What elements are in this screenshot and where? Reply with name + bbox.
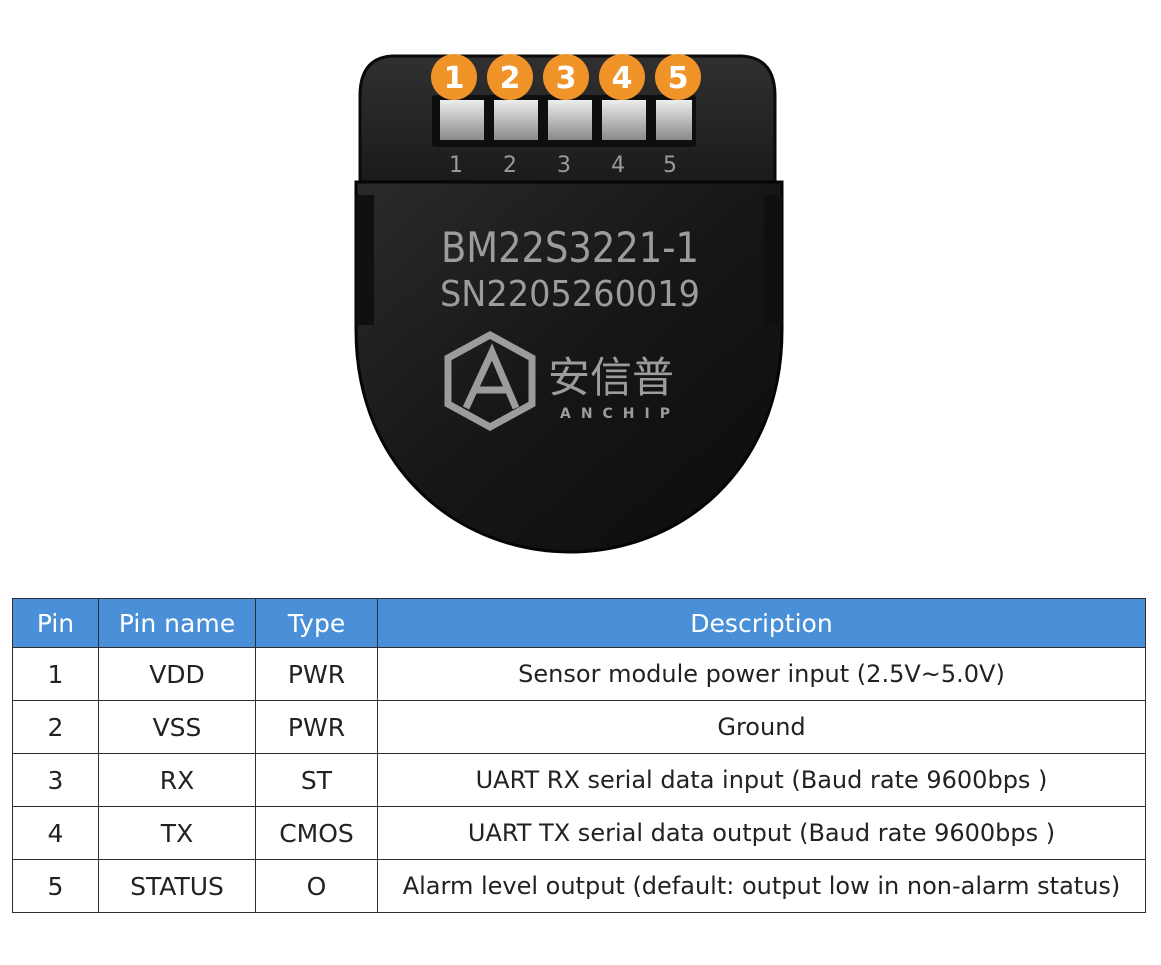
model-marking: BM22S3221-1 [441, 223, 699, 272]
brand-name-en: ANCHIP [560, 406, 680, 422]
table-row: 5 STATUS O Alarm level output (default: … [12, 859, 1146, 913]
cell-type: PWR [255, 700, 378, 754]
pin-contact [494, 100, 538, 140]
pin-callout-badge [655, 54, 701, 100]
table-row: 1 VDD PWR Sensor module power input (2.5… [12, 647, 1146, 701]
cell-pin: 2 [12, 700, 99, 754]
cell-description: Sensor module power input (2.5V~5.0V) [377, 647, 1146, 701]
module-body [354, 180, 784, 554]
pin-definition-table: Pin Pin name Type Description 1 VDD PWR … [12, 598, 1146, 913]
pin-callout-number: 3 [556, 61, 577, 96]
pin-callout-badge [487, 54, 533, 100]
serial-marking: SN2205260019 [440, 274, 700, 315]
brand-name-cn: 安信普 [548, 353, 674, 402]
pin-contact [656, 100, 692, 140]
pin-silkscreen: 3 [557, 153, 571, 178]
pin-silkscreen: 1 [449, 153, 463, 178]
hexagon-logo-icon [444, 331, 536, 431]
cell-pin-name: VDD [98, 647, 256, 701]
cell-type: CMOS [255, 806, 378, 860]
header-description: Description [377, 598, 1146, 648]
table-row: 4 TX CMOS UART TX serial data output (Ba… [12, 806, 1146, 860]
cell-type: ST [255, 753, 378, 807]
cell-description: Ground [377, 700, 1146, 754]
table-row: 3 RX ST UART RX serial data input (Baud … [12, 753, 1146, 807]
left-latch [356, 195, 374, 325]
right-latch [764, 195, 782, 325]
pin-contact [602, 100, 646, 140]
pin-callout-number: 1 [444, 61, 465, 96]
pin-callout-badge [599, 54, 645, 100]
sensor-module-photo: 1 2 3 4 5 1 2 3 4 5 BM22S3221-1 SN220526… [354, 54, 784, 554]
pin-callout-badge [431, 54, 477, 100]
pin-contact [548, 100, 592, 140]
pin-silkscreen: 4 [611, 153, 625, 178]
cell-description: UART RX serial data input (Baud rate 960… [377, 753, 1146, 807]
cell-pin: 1 [12, 647, 99, 701]
table-header-row: Pin Pin name Type Description [12, 598, 1146, 648]
cell-pin: 3 [12, 753, 99, 807]
cell-pin-name: VSS [98, 700, 256, 754]
pin-silkscreen: 5 [663, 153, 677, 178]
pin-silkscreen: 2 [503, 153, 517, 178]
table-row: 2 VSS PWR Ground [12, 700, 1146, 754]
cell-pin-name: STATUS [98, 859, 256, 913]
cell-type: O [255, 859, 378, 913]
cell-description: UART TX serial data output (Baud rate 96… [377, 806, 1146, 860]
pin-contacts [440, 100, 692, 140]
cell-description: Alarm level output (default: output low … [377, 859, 1146, 913]
header-pin-name: Pin name [98, 598, 256, 648]
brand-logo: 安信普 ANCHIP [444, 331, 680, 431]
cell-pin: 5 [12, 859, 99, 913]
cell-pin: 4 [12, 806, 99, 860]
header-type: Type [255, 598, 378, 648]
cell-pin-name: TX [98, 806, 256, 860]
pin-callout-badge [543, 54, 589, 100]
header-pin: Pin [12, 598, 99, 648]
cell-type: PWR [255, 647, 378, 701]
pin-callout-number: 4 [612, 61, 633, 96]
cell-pin-name: RX [98, 753, 256, 807]
pin-contact [440, 100, 484, 140]
pin-callout-number: 5 [668, 61, 689, 96]
letter-a-mark [462, 343, 520, 410]
pin-callout-number: 2 [500, 61, 521, 96]
